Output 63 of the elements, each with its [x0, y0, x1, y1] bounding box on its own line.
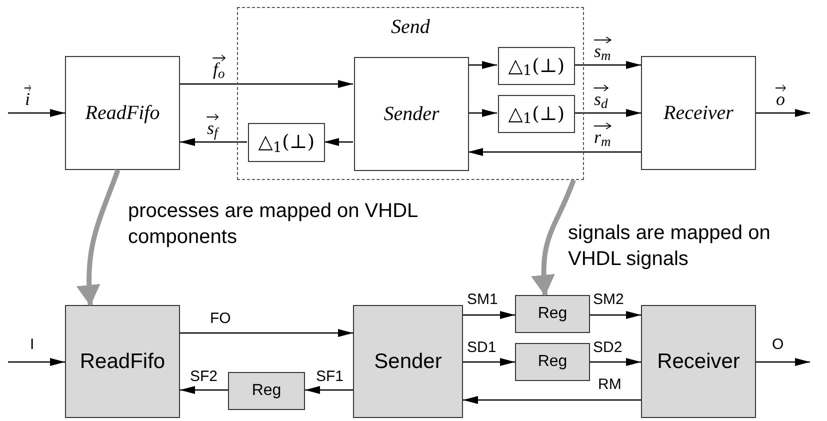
- signal-arrow: [180, 329, 353, 337]
- node-label: ReadFifo: [80, 348, 166, 375]
- process-box: [354, 57, 469, 171]
- node-label: △$_{1}$(⊥): [508, 54, 565, 80]
- node-label: Reg: [538, 304, 568, 324]
- signal-arrow: [8, 109, 65, 117]
- component-box: [65, 305, 180, 418]
- edge-label: SM1: [467, 291, 498, 309]
- mapping-arrow: [76, 169, 120, 306]
- node-label: Sender: [374, 348, 442, 375]
- node-label: △$_{1}$(⊥): [508, 102, 565, 128]
- edge-label: FO: [210, 310, 231, 328]
- signal-arrow: [468, 61, 497, 69]
- node-label: Sender: [384, 102, 440, 127]
- signal-arrow: [463, 311, 515, 319]
- edge-label: SD1: [467, 339, 496, 357]
- node-label: Receiver: [664, 101, 734, 126]
- signal-arrow: [590, 358, 641, 366]
- node-label: △$_{1}$(⊥): [258, 130, 315, 157]
- signal-arrow: [756, 358, 810, 366]
- process-box: [65, 56, 180, 170]
- signal-arrow: [180, 138, 247, 146]
- register-box: [228, 372, 305, 410]
- signal-arrow: [463, 358, 515, 366]
- signal-arrow: [180, 386, 228, 394]
- edge-label: SF1: [316, 368, 344, 386]
- register-box: [515, 295, 590, 333]
- node-label: ReadFifo: [85, 101, 160, 126]
- signal-arrow: [463, 396, 641, 404]
- edge-label: SD2: [593, 339, 622, 357]
- signal-arrow: [8, 358, 65, 366]
- signal-arrow: [180, 80, 353, 88]
- node-label: Receiver: [657, 348, 740, 375]
- signal-arrow: [468, 109, 497, 117]
- delay-box: [248, 123, 325, 162]
- register-box: [515, 343, 590, 381]
- edge-label: s$_{d}$: [593, 84, 609, 109]
- edge-label: f$_{o}$: [212, 54, 226, 79]
- signal-arrow: [574, 109, 641, 117]
- delay-box: [498, 95, 575, 133]
- signal-arrow: [324, 138, 353, 146]
- component-box: [641, 305, 756, 418]
- signal-arrow: [756, 109, 810, 117]
- node-label: Reg: [252, 381, 282, 401]
- edge-label: O: [772, 336, 784, 354]
- component-box: [353, 305, 463, 418]
- process-box: [641, 56, 756, 170]
- group-title: Send: [390, 15, 431, 40]
- dashed-group-box: [237, 7, 584, 180]
- signal-arrow: [590, 311, 641, 319]
- edge-label: I: [30, 336, 34, 354]
- edge-label: s$_{m}$: [593, 36, 612, 61]
- edge-label: r$_{m}$: [593, 122, 612, 147]
- signal-arrow: [468, 148, 641, 156]
- node-label: Reg: [538, 352, 568, 372]
- edge-label: SM2: [593, 291, 624, 309]
- signal-arrow: [574, 61, 641, 69]
- edge-label: s$_{f}$: [206, 113, 219, 138]
- edge-label: RM: [598, 376, 622, 394]
- edge-label: SF2: [190, 368, 218, 386]
- mapping-arrow: [532, 179, 576, 296]
- signal-arrow: [305, 386, 353, 394]
- delay-box: [498, 47, 575, 85]
